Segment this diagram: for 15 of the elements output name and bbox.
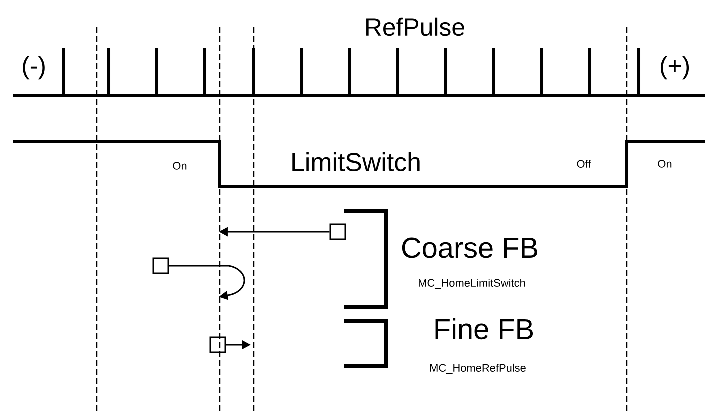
block-title: Coarse FB	[402, 238, 538, 258]
state-label: On	[658, 160, 672, 168]
state-label: On	[173, 162, 187, 170]
direction-label: (-)	[23, 56, 45, 80]
block-title: Fine FB	[436, 318, 534, 340]
signal-label: LimitSwitch	[292, 152, 420, 172]
arrow	[169, 265, 246, 300]
direction-label: (+)	[660, 56, 690, 80]
block-subtitle: MC_HomeRefPulse	[430, 364, 526, 374]
state-label: Off	[577, 160, 592, 168]
start-square	[152, 258, 170, 274]
block-subtitle: MC_HomeLimitSwitch	[419, 278, 526, 290]
start-square	[330, 224, 346, 240]
signal-label: RefPulse	[366, 18, 464, 36]
start-square	[210, 336, 226, 354]
